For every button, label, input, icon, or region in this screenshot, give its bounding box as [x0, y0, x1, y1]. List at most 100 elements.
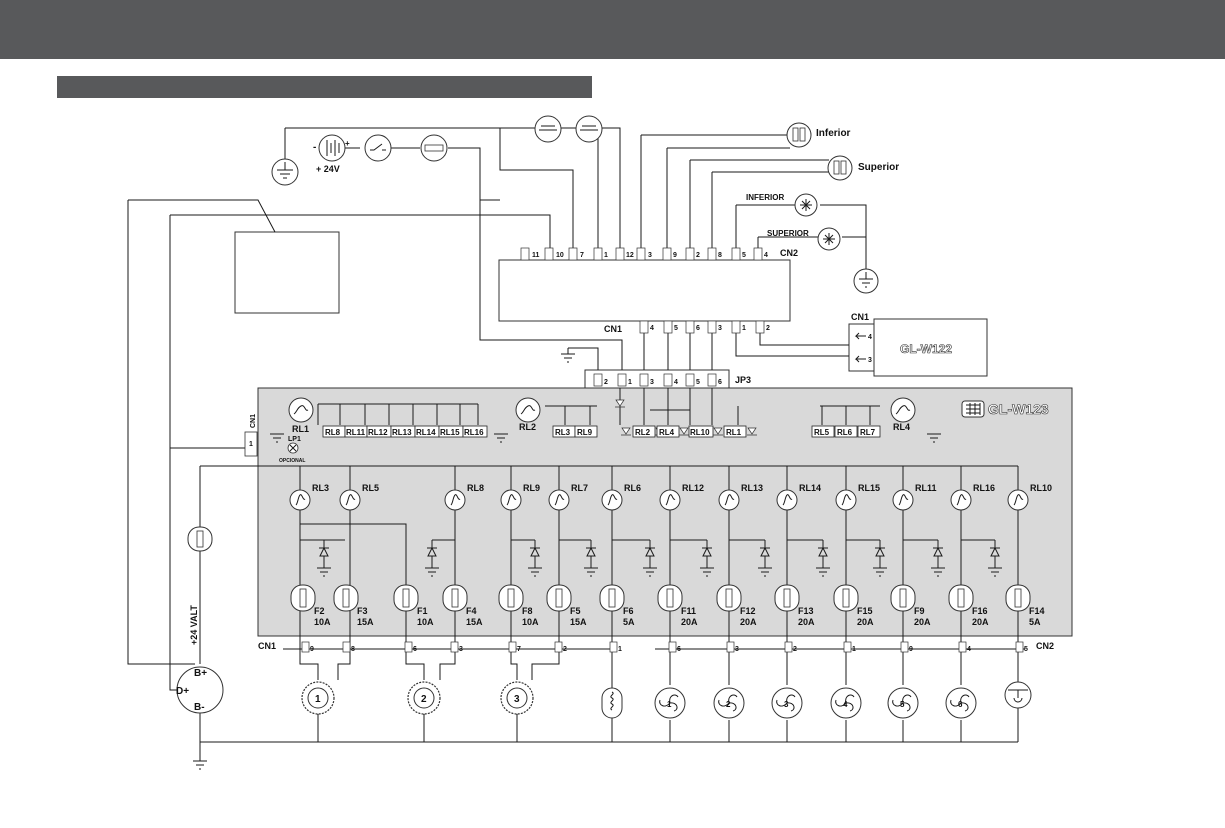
- ground-icon: [927, 433, 941, 443]
- cn2-output-pin-label: 5: [1024, 646, 1028, 653]
- blower-hub: [413, 687, 435, 709]
- cn2-output-pin: 4: [958, 641, 971, 653]
- sensor-superior-label: Superior: [858, 162, 899, 173]
- alternator-terminal-bplus: B+: [194, 668, 207, 679]
- main-fuse-icon: [187, 526, 213, 552]
- relay-coil-glyph: [782, 494, 793, 506]
- cn2-output-pin: 6: [668, 641, 681, 653]
- condenser-fan: 6: [945, 687, 977, 719]
- relay-contact: RL5: [811, 425, 835, 438]
- jp3-pin: 1: [617, 373, 632, 387]
- lp1-label: LP1: [288, 436, 301, 443]
- diode-icon: [679, 427, 689, 436]
- cn2-output-pin: 2: [784, 641, 797, 653]
- heater-coil: [610, 691, 614, 711]
- board-cn1-label: CN1: [258, 641, 276, 651]
- jp3-pin: 2: [593, 373, 608, 387]
- gl-w122-cn1-label: CN1: [851, 312, 869, 322]
- cn1-output-pin: 6: [404, 641, 417, 653]
- rl1-contacts: RL8 RL11 RL12 RL13 RL14 RL15 RL16: [322, 425, 488, 438]
- pin-box: [404, 641, 413, 653]
- relay-contact: RL12: [366, 425, 392, 438]
- fuse-name: F12: [740, 606, 756, 616]
- relay-rl4-label: RL4: [893, 422, 910, 432]
- drain-lamp-glyph: [1008, 689, 1028, 703]
- condenser-fan: 3: [771, 687, 803, 719]
- fuse-name: F3: [357, 606, 368, 616]
- diode-icon: [931, 540, 945, 577]
- relay-contact: RL13: [390, 425, 416, 438]
- power-relay: RL6: [601, 483, 641, 511]
- fuse-rating: 15A: [466, 617, 483, 627]
- pressure-switch-icon: [575, 115, 603, 143]
- relay-coil-icon: [339, 489, 361, 511]
- cn2-output-pin-label: 1: [852, 646, 856, 653]
- blower-motor-number: 1: [315, 694, 321, 705]
- cn1-pin: 5: [663, 320, 678, 334]
- cn2-pin: 4: [753, 247, 768, 261]
- power-relay: RL14: [776, 483, 821, 511]
- fuse-element: [783, 588, 791, 608]
- svg-text:RL2: RL2: [635, 428, 651, 437]
- power-relay-label: RL14: [799, 483, 821, 493]
- power-relay: RL11: [892, 483, 937, 511]
- diode-icon: [988, 540, 1002, 577]
- fuse-rating: 5A: [623, 617, 635, 627]
- relay-coil-glyph: [607, 494, 618, 506]
- fan-number: 5: [900, 700, 905, 709]
- fuses: F210AF315AF110AF415AF810AF515AF65AF1120A…: [290, 584, 1045, 627]
- battery-plus: +: [345, 139, 350, 148]
- svg-text:RL3: RL3: [555, 428, 571, 437]
- pin-box: [609, 641, 618, 653]
- alternator-icon: [176, 666, 224, 714]
- jp3-pin: 6: [707, 373, 722, 387]
- relay-coil-glyph: [956, 494, 967, 506]
- diode-ground-glyph: [425, 540, 439, 577]
- svg-text:6: 6: [718, 379, 722, 386]
- svg-text:RL14: RL14: [416, 428, 436, 437]
- diode-ground-glyph: [816, 540, 830, 577]
- fuse-rating: 5A: [1029, 617, 1041, 627]
- relay-rl1-label: RL1: [292, 424, 309, 434]
- fan-sensor-inferior-label: INFERIOR: [746, 193, 784, 202]
- svg-text:2: 2: [766, 325, 770, 332]
- pin-box: [843, 641, 852, 653]
- cn1-output-pin: 2: [554, 641, 567, 653]
- header-bar: [0, 0, 1225, 59]
- heater-icon: [601, 687, 623, 719]
- power-relay: RL8: [444, 483, 484, 511]
- fuse-rating: 20A: [740, 617, 757, 627]
- fuse-rating: 20A: [914, 617, 931, 627]
- fuse-element: [666, 588, 674, 608]
- heater-element: [601, 687, 623, 719]
- svg-text:RL12: RL12: [368, 428, 388, 437]
- relay-coil-glyph: [506, 494, 517, 506]
- relay-coil-glyph: [295, 494, 306, 506]
- cn2-output-pin-label: 3: [735, 646, 739, 653]
- relay-contact: RL14: [414, 425, 440, 438]
- middle-contacts: RL2 RL4 RL10 RL1: [615, 399, 757, 438]
- diode-ground-glyph: [873, 540, 887, 577]
- svg-text:7: 7: [580, 252, 584, 259]
- svg-text:6: 6: [696, 325, 700, 332]
- alternator-terminal-dplus: D+: [176, 686, 189, 697]
- diode-icon: [615, 399, 625, 408]
- svg-text:3: 3: [650, 379, 654, 386]
- relay-contact: RL8: [322, 425, 346, 438]
- fuse-rating: 10A: [522, 617, 539, 627]
- relay-coil-icon: [444, 489, 466, 511]
- svg-text:3: 3: [718, 325, 722, 332]
- fan-blades: [950, 694, 970, 712]
- diode-icon: [747, 427, 757, 436]
- svg-text:RL5: RL5: [814, 428, 830, 437]
- relay-coil-icon: [776, 489, 798, 511]
- svg-text:RL1: RL1: [726, 428, 742, 437]
- svg-text:RL6: RL6: [837, 428, 853, 437]
- cn2-output-pin-label: 6: [677, 646, 681, 653]
- fuse-element: [725, 588, 733, 608]
- diode-icon: [425, 540, 439, 577]
